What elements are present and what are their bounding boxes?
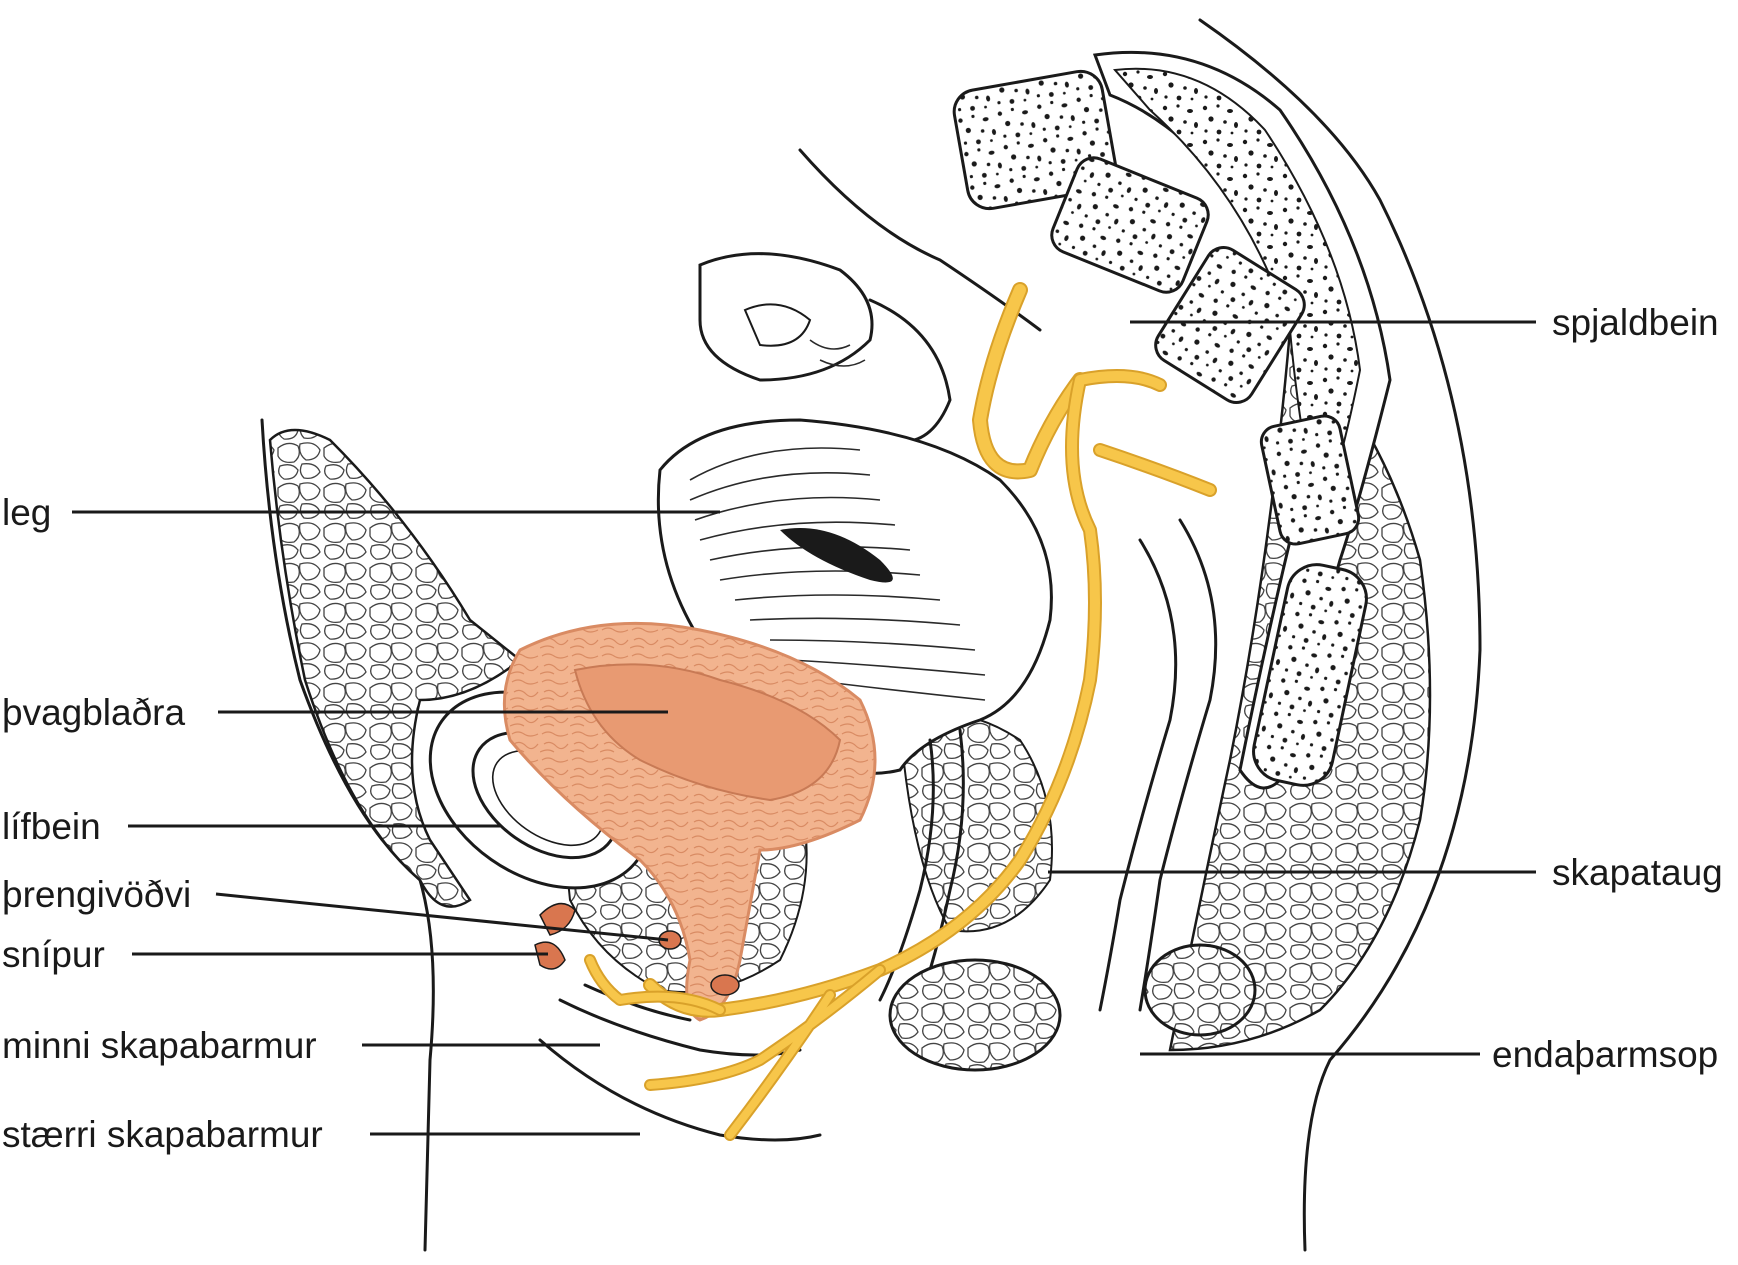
front-body-contour xyxy=(260,418,435,1252)
labia-majora xyxy=(538,1038,822,1142)
anal-sphincter xyxy=(1143,943,1257,1037)
label-pubic-bone: lífbein xyxy=(2,806,101,847)
label-bladder: þvagblaðra xyxy=(2,692,186,733)
back-body-contour xyxy=(1198,18,1482,1252)
anterior-fat-tissue xyxy=(268,428,523,908)
rectum-wall xyxy=(1138,518,1218,1012)
leader-line-urethral-sphincter xyxy=(215,892,669,942)
perineal-body xyxy=(888,958,1062,1072)
pudendal-nerve xyxy=(584,282,1217,1141)
label-uterus: leg xyxy=(2,492,52,533)
label-urethral-sphincter: þrengivöðvi xyxy=(2,874,192,915)
label-sacrum: spjaldbein xyxy=(1552,302,1719,343)
label-clitoris: snípur xyxy=(2,934,105,975)
bladder-organ xyxy=(502,621,877,1022)
clitoris-organ xyxy=(534,902,576,970)
urethral-sphincter xyxy=(658,930,740,996)
label-labia-minora: minni skapabarmur xyxy=(2,1025,317,1066)
label-labia-majora: stærri skapabarmur xyxy=(2,1114,323,1155)
vestibule-line xyxy=(583,983,692,1022)
sacrum-bone xyxy=(952,50,1392,790)
rectum-wall-inner xyxy=(1098,538,1178,1012)
label-pudendal-nerve: skapataug xyxy=(1552,852,1723,893)
intestine-loops xyxy=(698,252,952,444)
label-anus: endaþarmsop xyxy=(1492,1034,1719,1075)
